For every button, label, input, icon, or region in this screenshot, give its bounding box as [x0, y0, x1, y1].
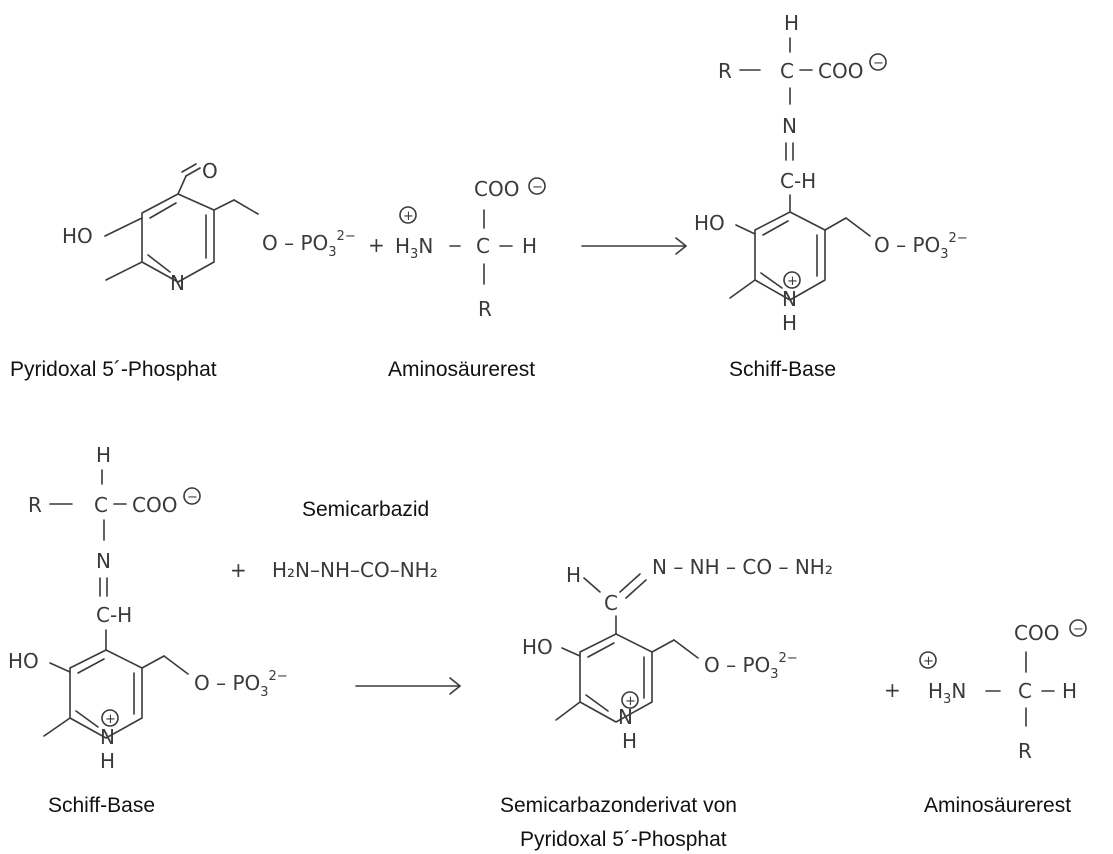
- amino-coo-2: COO: [1014, 621, 1059, 645]
- plp-phosphate: O – PO32−: [262, 229, 356, 260]
- amino-h-2: H: [1062, 679, 1077, 703]
- plp-structure: O HO N O – PO32−: [62, 159, 356, 295]
- schiff1-h-top: H: [784, 11, 799, 35]
- amino-acid-1: + H3N C COO − H R: [395, 177, 546, 321]
- plp-ring-n: N: [170, 271, 185, 295]
- schiff1-ring-h: H: [782, 311, 797, 335]
- amino-c-1: C: [476, 234, 490, 258]
- schiff2-h-top: H: [96, 443, 111, 467]
- schiff1-phosphate: O – PO32−: [874, 231, 968, 262]
- schiff2-coo: COO: [132, 493, 177, 517]
- schiff1-ho: HO: [694, 211, 725, 235]
- schiff2-ring-h: H: [100, 749, 115, 773]
- schiff1-c-alpha: C: [780, 59, 794, 83]
- reaction-arrow-2: [355, 677, 461, 695]
- amino-acid-2: + H3N C COO − H R: [919, 619, 1087, 763]
- plp-ho: HO: [62, 224, 93, 248]
- derivat-c: C: [604, 591, 618, 615]
- amino-h-1: H: [522, 234, 537, 258]
- charge-plus-1: +: [403, 209, 414, 224]
- aldehyde-o: O: [202, 159, 218, 183]
- schiff1-r: R: [718, 59, 732, 83]
- caption-derivat-line1: Semicarbazonderivat von: [500, 794, 737, 817]
- schiff2-c-alpha: C: [94, 493, 108, 517]
- amino-coo-1: COO: [474, 177, 519, 201]
- caption-derivat-line2: Pyridoxal 5´-Phosphat: [520, 828, 727, 851]
- semicarbazone-derivative: H C N – NH – CO – NH₂ HO + N H O – PO32−: [522, 555, 833, 753]
- schiff1-ring-n: N: [782, 287, 797, 311]
- schiff-base-2: H R C COO − N C-H HO + N H O – PO32−: [8, 443, 288, 773]
- schiff2-phosphate: O – PO32−: [194, 669, 288, 700]
- plus-sign-2: +: [230, 558, 247, 582]
- caption-schiff-2: Schiff-Base: [48, 794, 155, 817]
- derivat-h: H: [566, 563, 581, 587]
- charge-plus-4: +: [625, 694, 636, 709]
- schiff1-coo: COO: [818, 59, 863, 83]
- caption-semicarbazid: Semicarbazid: [302, 498, 429, 521]
- reaction-arrow-1: [581, 237, 687, 255]
- plus-sign-3: +: [884, 678, 901, 702]
- derivat-chain: N – NH – CO – NH₂: [652, 555, 833, 579]
- amino-h3n-1: H3N: [395, 234, 433, 262]
- amino-r-1: R: [478, 297, 492, 321]
- schiff2-r: R: [28, 493, 42, 517]
- derivat-ring-h: H: [622, 729, 637, 753]
- schiff2-ring-n: N: [100, 725, 115, 749]
- semicarbazide-formula: H₂N–NH–CO–NH₂: [272, 558, 438, 582]
- charge-minus-1: −: [532, 180, 543, 195]
- derivat-ring-n: N: [618, 705, 633, 729]
- schiff2-ho: HO: [8, 649, 39, 673]
- charge-plus-5: +: [923, 654, 934, 669]
- amino-c-2: C: [1018, 679, 1032, 703]
- caption-amino-1: Aminosäurerest: [388, 358, 535, 381]
- charge-minus-3: −: [187, 490, 198, 505]
- plus-sign-1: +: [368, 233, 385, 257]
- amino-h3n-2: H3N: [928, 679, 966, 707]
- schiff1-ch: C-H: [780, 169, 816, 193]
- derivat-phosphate: O – PO32−: [704, 651, 798, 682]
- charge-minus-4: −: [1073, 622, 1084, 637]
- schiff2-ch: C-H: [96, 603, 132, 627]
- caption-schiff-1: Schiff-Base: [729, 358, 836, 381]
- charge-plus-3: +: [105, 712, 116, 727]
- charge-minus-2: −: [873, 56, 884, 71]
- caption-amino-2: Aminosäurerest: [924, 794, 1071, 817]
- derivat-ho: HO: [522, 635, 553, 659]
- schiff-base-1: H R C COO − N C-H HO + N H O – PO32−: [694, 11, 968, 335]
- charge-plus-2: +: [787, 274, 798, 289]
- caption-plp: Pyridoxal 5´-Phosphat: [10, 358, 217, 381]
- schiff1-imine-n: N: [782, 114, 797, 138]
- amino-r-2: R: [1018, 739, 1032, 763]
- schiff2-imine-n: N: [96, 549, 111, 573]
